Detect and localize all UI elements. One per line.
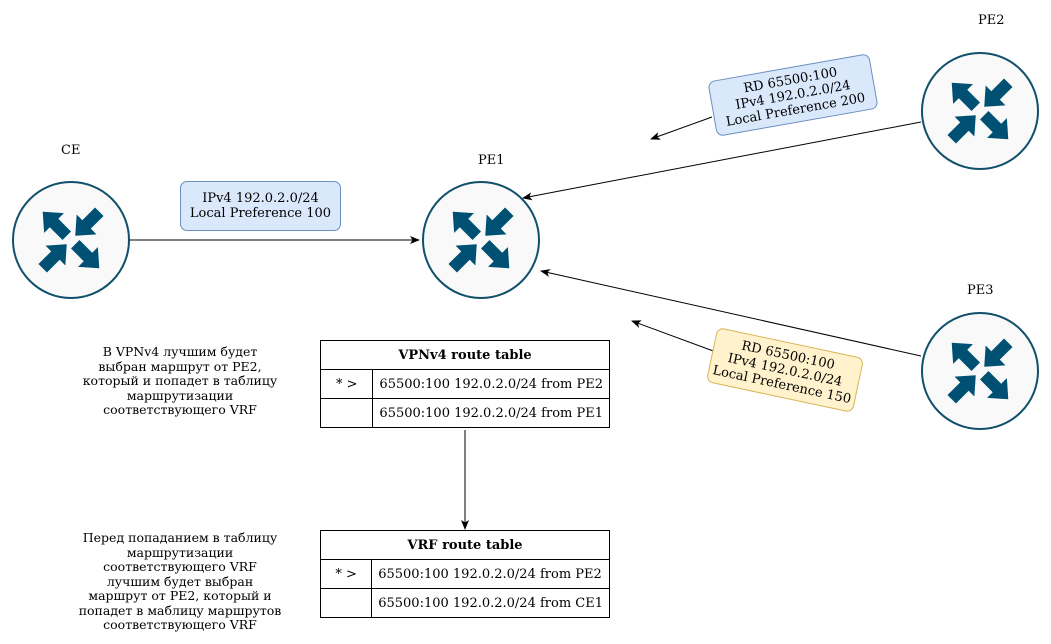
table-row: 65500:100 192.0.2.0/24 from PE1 — [319, 398, 610, 428]
router-icon-pe1 — [422, 181, 540, 299]
route-entry: 65500:100 192.0.2.0/24 from PE2 — [371, 559, 610, 589]
edge-pe3-pe1 — [540, 269, 922, 357]
route-flag — [319, 588, 373, 618]
route-entry: 65500:100 192.0.2.0/24 from PE1 — [372, 398, 610, 428]
route-flag — [319, 398, 374, 428]
vrf-route-table: VRF route table * > 65500:100 192.0.2.0/… — [319, 530, 610, 618]
table-title: VRF route table — [320, 530, 610, 560]
edge-pe2-pe1 — [522, 121, 922, 201]
table-title: VPNv4 route table — [320, 340, 610, 370]
note-vrf: Перед попаданием в таблицу маршрутизации… — [78, 530, 282, 632]
router-icon-pe2 — [921, 52, 1039, 170]
callout-ce-route: IPv4 192.0.2.0/24 Local Preference 100 — [180, 181, 341, 231]
table-row: * > 65500:100 192.0.2.0/24 from PE2 — [319, 559, 610, 589]
router-label-pe3: PE3 — [967, 283, 994, 298]
router-icon-pe3 — [921, 312, 1039, 430]
edge-callout-pe3 — [631, 320, 717, 353]
route-entry: 65500:100 192.0.2.0/24 from PE2 — [372, 369, 610, 399]
connectors — [130, 116, 922, 530]
router-label-ce: CE — [61, 143, 81, 158]
table-row: * > 65500:100 192.0.2.0/24 from PE2 — [319, 369, 610, 399]
router-label-pe1: PE1 — [478, 153, 505, 168]
vpnv4-route-table: VPNv4 route table * > 65500:100 192.0.2.… — [319, 340, 610, 428]
route-flag: * > — [319, 559, 373, 589]
table-row: 65500:100 192.0.2.0/24 from CE1 — [319, 588, 610, 618]
router-icon-ce — [12, 181, 130, 299]
router-label-pe2: PE2 — [978, 13, 1005, 28]
note-vpnv4: В VPNv4 лучшим будет выбран маршрут от P… — [82, 344, 278, 417]
edge-callout-pe2 — [650, 116, 713, 140]
route-entry: 65500:100 192.0.2.0/24 from CE1 — [371, 588, 610, 618]
route-flag: * > — [319, 369, 374, 399]
